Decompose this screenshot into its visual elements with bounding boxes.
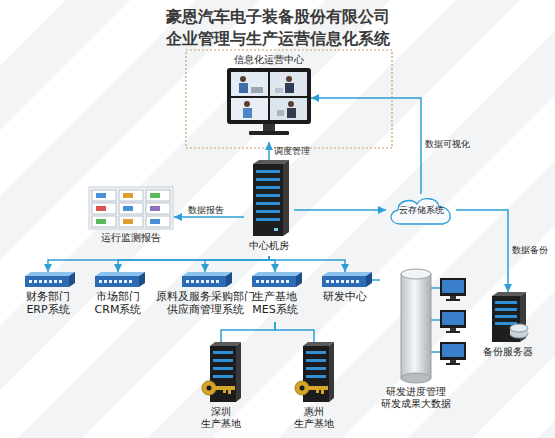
node-label: 研发进度管理 研发成果大数据 <box>380 386 452 410</box>
connector <box>268 142 270 160</box>
node-label: 原料及服务采购部门 供应商管理系统 <box>153 290 257 316</box>
switch-icon <box>21 272 75 288</box>
workstation-group <box>431 278 466 365</box>
edge-label: 调度管理 <box>274 145 310 158</box>
dotted-frame <box>186 50 392 148</box>
node-label: 运行监测报告 <box>88 232 174 244</box>
diagram-title: 豪恩汽车电子装备股份有限公司 企业管理与生产运营信息化系统 <box>160 6 395 50</box>
database-cylinder-icon <box>380 266 452 384</box>
key-server-icon <box>196 342 246 404</box>
site-server-node: 深圳 生产基地 <box>190 342 252 430</box>
monitor-icon <box>227 66 311 138</box>
edge-label: 数据备份 <box>512 244 548 257</box>
switch-icon <box>318 272 372 288</box>
operations-center-node: 信息化运营中心 <box>227 54 311 142</box>
connector <box>456 210 508 292</box>
node-label: 信息化运营中心 <box>227 54 311 66</box>
edge-label: 数据可视化 <box>425 138 470 151</box>
node-label: 研发中心 <box>321 290 369 303</box>
server-node: 中心机房 <box>244 160 294 256</box>
node-label: 备份服务器 <box>480 346 536 358</box>
node-label: 惠州 生产基地 <box>283 406 345 430</box>
switch-node: 研发中心 <box>321 272 369 322</box>
node-label: 市场部门 CRM系统 <box>88 290 148 316</box>
backup-server-node: 备份服务器 <box>480 292 536 362</box>
connector <box>275 322 314 342</box>
connector <box>294 209 386 211</box>
switch-node: 市场部门 CRM系统 <box>88 272 148 322</box>
backup-server-icon <box>483 292 533 344</box>
switch-node: 财务部门 ERP系统 <box>18 272 78 322</box>
switch-icon <box>91 272 145 288</box>
switch-icon <box>178 272 232 288</box>
switch-node: 生产基地 MES系统 <box>245 272 305 322</box>
key-server-icon <box>289 342 339 404</box>
switch-node: 原料及服务采购部门 供应商管理系统 <box>153 272 257 322</box>
connector <box>269 256 345 272</box>
database-node: 研发进度管理 研发成果大数据 <box>380 266 452 414</box>
connector <box>174 216 244 218</box>
node-label: 中心机房 <box>244 240 294 252</box>
node-label: 生产基地 MES系统 <box>245 290 305 316</box>
connector <box>205 256 269 272</box>
server-icon <box>244 160 294 238</box>
connector <box>311 98 421 194</box>
switch-icon <box>248 272 302 288</box>
site-server-node: 惠州 生产基地 <box>283 342 345 430</box>
node-label: 云存储系统 <box>386 205 456 216</box>
cloud-node: 云存储系统 <box>386 194 456 226</box>
connector <box>118 256 269 272</box>
edge-label: 数据报告 <box>188 204 224 217</box>
report-panel-icon <box>88 186 174 230</box>
connector <box>48 256 269 272</box>
node-label: 财务部门 ERP系统 <box>18 290 78 316</box>
report-node: 运行监测报告 <box>88 186 174 248</box>
connector <box>269 256 275 272</box>
node-label: 深圳 生产基地 <box>190 406 252 430</box>
connector <box>221 322 275 342</box>
